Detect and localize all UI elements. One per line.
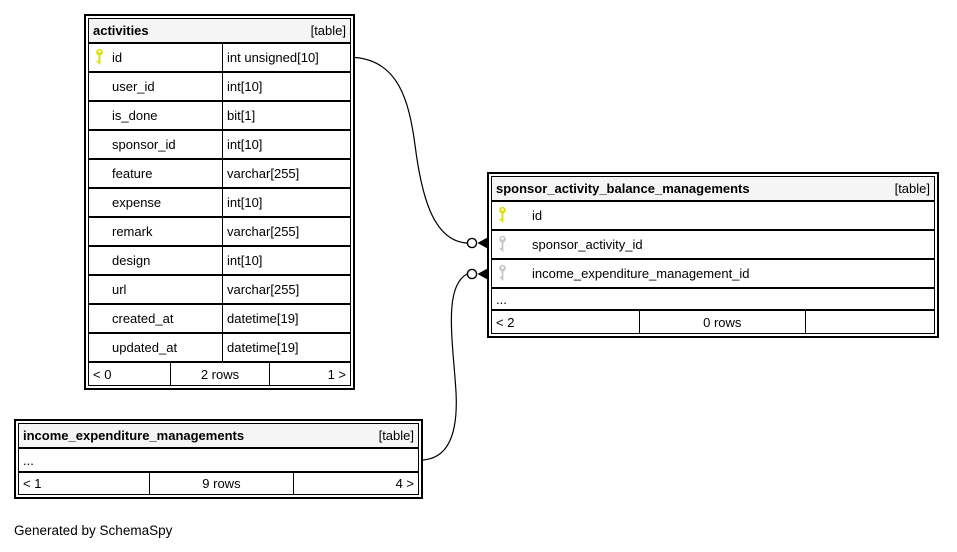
table-header[interactable]: income_expenditure_managements [table] [18, 423, 419, 448]
row-count: 9 rows [148, 473, 293, 494]
column-row-expense: expense int[10] [88, 188, 351, 217]
primary-key-icon [95, 48, 104, 67]
column-type: varchar[255] [227, 166, 300, 181]
primary-key-icon [498, 206, 507, 225]
column-row-created-at: created_at datetime[19] [88, 304, 351, 333]
column-type: datetime[19] [227, 340, 299, 355]
column-row-remark: remark varchar[255] [88, 217, 351, 246]
table-activities[interactable]: activities [table] id int unsigned[10] u… [84, 14, 355, 390]
column-row-income-expenditure-management-id: income_expenditure_management_id [491, 259, 935, 288]
pagination-next-count: 1 > [268, 363, 350, 385]
hidden-columns-ellipsis: ... [18, 448, 419, 472]
table-income-expenditure-managements[interactable]: income_expenditure_managements [table] .… [14, 419, 423, 499]
column-type: varchar[255] [227, 224, 300, 239]
foreign-key-icon [498, 264, 507, 283]
table-name[interactable]: sponsor_activity_balance_managements [496, 181, 750, 196]
relationship-line-income-to-management-id [422, 273, 468, 461]
table-name[interactable]: activities [93, 23, 149, 38]
column-row-sponsor-activity-id: sponsor_activity_id [491, 230, 935, 259]
table-type-badge: [table] [378, 428, 414, 443]
column-row-is-done: is_done bit[1] [88, 101, 351, 130]
pagination-next-count: 4 > [293, 473, 418, 494]
hidden-columns-ellipsis: ... [491, 288, 935, 310]
relationship-circle-management-id [466, 268, 478, 280]
column-name: sponsor_activity_id [532, 237, 643, 252]
column-type: int[10] [227, 79, 263, 94]
column-name: updated_at [112, 340, 178, 355]
pagination-prev-count: < 2 [496, 314, 515, 330]
generator-note: Generated by SchemaSpy [14, 523, 173, 538]
column-row-user-id: user_id int[10] [88, 72, 351, 101]
pagination-prev-count: < 0 [93, 366, 112, 382]
column-type: bit[1] [227, 108, 256, 123]
table-name[interactable]: income_expenditure_managements [23, 428, 245, 443]
table-header[interactable]: activities [table] [88, 18, 351, 43]
table-type-badge: [table] [894, 181, 930, 196]
table-type-badge: [table] [310, 23, 346, 38]
pagination-prev-count: < 1 [23, 476, 42, 491]
row-count: 0 rows [638, 311, 805, 333]
column-row-id: id [491, 201, 935, 230]
table-pagination: < 1 9 rows 4 > [18, 472, 419, 495]
column-type: datetime[19] [227, 311, 299, 326]
column-name: id [532, 208, 543, 223]
pagination-next-count [804, 311, 934, 333]
column-type: int[10] [227, 195, 263, 210]
table-sponsor-activity-balance-managements[interactable]: sponsor_activity_balance_managements [ta… [487, 172, 939, 338]
column-type: int[10] [227, 253, 263, 268]
column-name: is_done [112, 108, 158, 123]
column-row-updated-at: updated_at datetime[19] [88, 333, 351, 362]
table-pagination: < 0 2 rows 1 > [88, 362, 351, 386]
column-name: user_id [112, 79, 155, 94]
table-header[interactable]: sponsor_activity_balance_managements [ta… [491, 176, 935, 201]
column-row-feature: feature varchar[255] [88, 159, 351, 188]
relationship-circle-sponsor-activity-id [466, 237, 478, 249]
column-name: income_expenditure_management_id [532, 266, 750, 281]
column-name: feature [112, 166, 153, 181]
column-name: url [112, 282, 127, 297]
column-type: varchar[255] [227, 282, 300, 297]
relationship-arrowhead-sponsor-activity-id [477, 237, 487, 249]
column-name: sponsor_id [112, 137, 176, 152]
column-type: int unsigned[10] [227, 50, 319, 65]
column-name: design [112, 253, 151, 268]
foreign-key-icon [498, 235, 507, 254]
column-name: created_at [112, 311, 174, 326]
column-name: remark [112, 224, 153, 239]
relationship-line-activities-to-sponsor-activity-id [354, 56, 468, 244]
column-row-url: url varchar[255] [88, 275, 351, 304]
column-row-design: design int[10] [88, 246, 351, 275]
column-name: expense [112, 195, 162, 210]
column-row-sponsor-id: sponsor_id int[10] [88, 130, 351, 159]
relationship-arrowhead-management-id [477, 268, 487, 280]
column-type: int[10] [227, 137, 263, 152]
table-pagination: < 2 0 rows [491, 310, 935, 334]
column-name: id [112, 50, 123, 65]
row-count: 2 rows [170, 363, 269, 385]
column-row-id: id int unsigned[10] [88, 43, 351, 72]
